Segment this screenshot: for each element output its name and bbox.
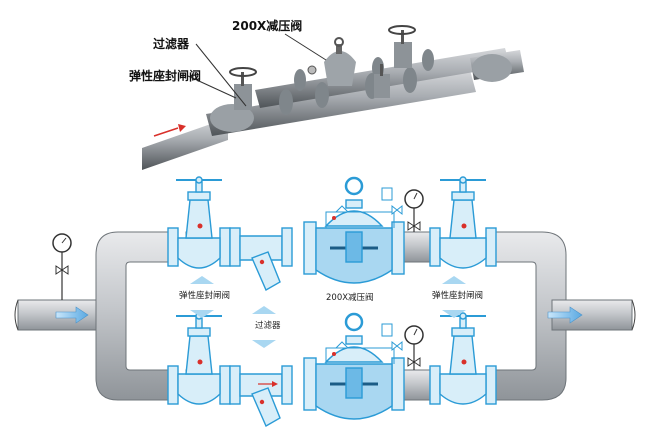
perspective-flanges xyxy=(279,49,434,115)
perspective-leader-lines xyxy=(187,33,327,107)
schematic-view: 弹性座封闸阀 200X减压阀 弹性座封闸阀 过滤器 xyxy=(14,176,636,427)
lower-flow-arrow-red xyxy=(258,381,278,387)
upper-strainer-marker xyxy=(259,259,265,265)
upper-outlet-pressure-gauge xyxy=(404,189,424,232)
lower-gate-valve-right xyxy=(429,312,497,405)
upper-gate-valve-left-marker xyxy=(197,223,203,229)
upper-reducing-valve-marker xyxy=(332,216,336,220)
perspective-label-filter: 过滤器 xyxy=(153,36,190,51)
perspective-gate-valve-upper xyxy=(388,25,416,68)
upper-gate-valve-right xyxy=(429,176,497,269)
lower-strainer-marker xyxy=(259,399,265,405)
perspective-label-reducing-valve: 200X减压阀 xyxy=(232,18,302,33)
lower-reducing-valve xyxy=(303,312,405,420)
flow-arrow-outlet xyxy=(547,306,583,324)
lower-reducing-valve-marker xyxy=(332,352,336,356)
perspective-label-gate-valve: 弹性座封闸阀 xyxy=(129,68,201,83)
inlet-end-cap xyxy=(14,299,19,331)
lower-gate-valve-left xyxy=(167,312,231,405)
perspective-flow-arrow xyxy=(153,124,186,137)
upper-pilot-tubing xyxy=(325,187,403,228)
perspective-gate-valve-left xyxy=(229,67,257,110)
flow-arrow-inlet xyxy=(55,306,89,324)
perspective-reducing-valve xyxy=(307,37,356,86)
perspective-gate-valve-lower xyxy=(374,64,390,98)
perspective-view: 过滤器 弹性座封闸阀 200X减压阀 xyxy=(128,0,525,176)
lower-branch xyxy=(167,312,497,427)
label-pointers xyxy=(190,276,466,348)
schematic-label-reducing-valve: 200X减压阀 xyxy=(326,292,374,303)
upper-gate-valve-right-marker xyxy=(461,223,467,229)
schematic-label-filter: 过滤器 xyxy=(255,320,281,331)
schematic-label-gate-valve-left: 弹性座封闸阀 xyxy=(179,290,230,301)
lower-strainer xyxy=(229,365,293,427)
upper-gate-valve-left xyxy=(167,176,231,269)
outlet-end-cap xyxy=(631,299,636,331)
inlet-pressure-gauge xyxy=(52,233,72,300)
upper-reducing-valve xyxy=(303,176,405,284)
lower-outlet-pressure-gauge xyxy=(404,325,424,370)
lower-pilot-tubing xyxy=(325,323,403,364)
upper-strainer xyxy=(229,227,293,291)
schematic-label-gate-valve-right: 弹性座封闸阀 xyxy=(432,290,483,301)
lower-gate-valve-left-marker xyxy=(197,359,203,365)
lower-gate-valve-right-marker xyxy=(461,359,467,365)
upper-branch xyxy=(167,176,497,291)
